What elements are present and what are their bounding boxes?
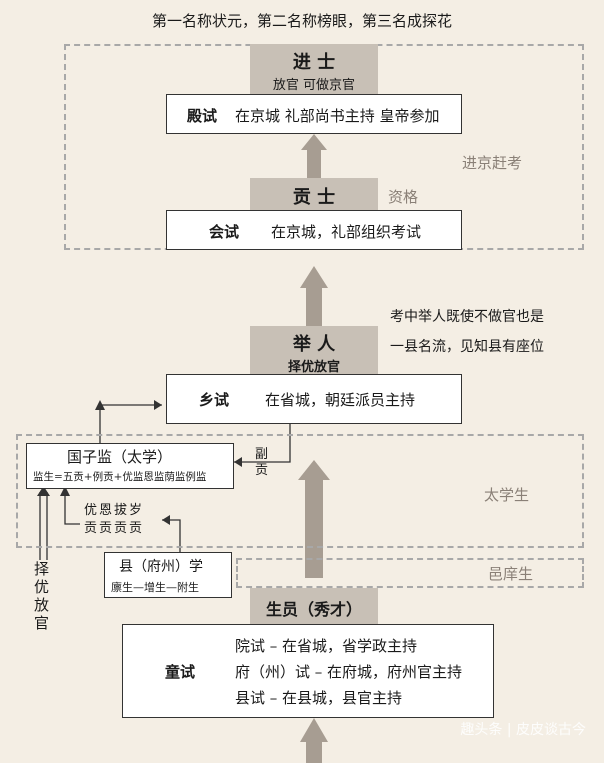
juren-title: 举 人 xyxy=(292,334,336,355)
watermark: 趣头条 | 皮皮谈古今 xyxy=(460,722,586,738)
flow-arrows xyxy=(298,134,330,763)
xiangshi-desc: 在省城，朝廷派员主持 xyxy=(265,391,416,409)
dianshi-desc: 在京城 礼部尚书主持 皇帝参加 xyxy=(235,107,440,125)
shengyuan-title: 生员（秀才） xyxy=(265,600,362,619)
dianshi-box: 殿试 在京城 礼部尚书主持 皇帝参加 xyxy=(166,94,462,134)
tongshi-line: 县试 – 在县城，县官主持 xyxy=(235,689,403,707)
tongshi-box: 童试 院试 – 在省城，省学政主持 府（州）试 – 在府城，府州官主持 县试 –… xyxy=(122,624,494,718)
juren-header: 举 人 择优放官 xyxy=(250,326,378,375)
wugong-line: 优恩拔岁 xyxy=(84,503,145,518)
region-yixiang-label: 邑庠生 xyxy=(488,565,534,583)
tongshi-line: 院试 – 在省城，省学政主持 xyxy=(235,637,418,655)
tongshi-name: 童试 xyxy=(165,663,196,681)
guozijian-desc: 监生=五贡+例贡+优监恩监荫监例监 xyxy=(33,471,207,483)
xianxue-title: 县（府州）学 xyxy=(119,559,203,575)
zeyou-label: 择优放官 xyxy=(34,560,50,632)
huishi-name: 会试 xyxy=(209,223,240,241)
xiangshi-name: 乡试 xyxy=(199,391,230,409)
gongshi-title: 贡 士 xyxy=(292,187,336,208)
huishi-box: 会试 在京城，礼部组织考试 xyxy=(166,210,462,250)
guozijian-box: 国子监（太学） 监生=五贡+例贡+优监恩监荫监例监 xyxy=(26,443,234,489)
xianxue-desc: 廪生—增生—附生 xyxy=(111,581,199,594)
region-jinjing-label: 进京赶考 xyxy=(462,154,523,172)
huishi-desc: 在京城，礼部组织考试 xyxy=(271,223,422,241)
region-taixue xyxy=(16,434,584,548)
region-taixue-label: 太学生 xyxy=(484,486,530,504)
xianxue-box: 县（府州）学 廪生—增生—附生 xyxy=(104,552,232,598)
region-yixiang xyxy=(236,558,584,588)
jinshi-subtitle: 放官 可做京官 xyxy=(272,78,356,93)
tongshi-lines: 院试 – 在省城，省学政主持 府（州）试 – 在府城，府州官主持 县试 – 在县… xyxy=(235,633,462,711)
guozijian-title: 国子监（太学） xyxy=(67,448,173,466)
fugong-label: 副贡 xyxy=(255,447,269,478)
jinshi-title: 进 士 xyxy=(292,52,336,73)
arrow-heads xyxy=(37,400,242,525)
juren-note-line: 一县名流，见知县有座位 xyxy=(390,339,544,355)
juren-subtitle: 择优放官 xyxy=(287,360,340,375)
tongshi-line: 府（州）试 – 在府城，府州官主持 xyxy=(235,663,463,681)
gongshi-header: 贡 士 xyxy=(250,178,378,210)
wugong-label: 优恩拔岁 贡贡贡贡 xyxy=(84,502,144,538)
top-note: 第一名称状元，第二名称榜眼，第三名成探花 xyxy=(151,12,452,30)
juren-note-line: 考中举人既使不做官也是 xyxy=(390,309,544,325)
dianshi-name: 殿试 xyxy=(187,107,218,125)
xiangshi-box: 乡试 在省城，朝廷派员主持 xyxy=(166,374,462,424)
gongshi-tag: 资格 xyxy=(388,188,419,206)
wugong-line: 贡贡贡贡 xyxy=(84,521,145,536)
juren-note: 考中举人既使不做官也是 一县名流，见知县有座位 xyxy=(390,302,544,362)
jinshi-header: 进 士 放官 可做京官 xyxy=(250,44,378,94)
shengyuan-header: 生员（秀才） xyxy=(250,588,378,624)
